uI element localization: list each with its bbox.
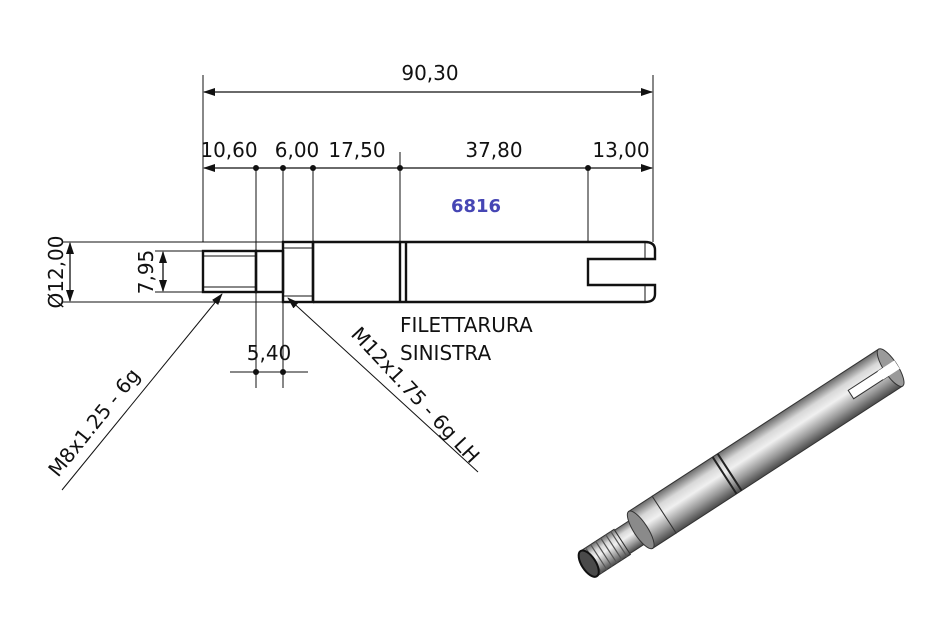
note-line-1: FILETTARURA [400,313,533,337]
diameter-dimension: Ø12,00 [44,236,283,309]
segment-label-3: 17,50 [328,138,385,162]
segment-dimensions: 10,60 6,00 17,50 37,80 13,00 [200,138,653,372]
segment-label-2: 6,00 [275,138,320,162]
overall-length-dimension: 90,30 [202,61,654,242]
segment-label-4: 37,80 [465,138,522,162]
part-number: 6816 [451,196,501,217]
shaft-3d-render [577,348,905,578]
overall-length-label: 90,30 [401,61,458,85]
shaft-side-view [201,240,657,304]
note-line-2: SINISTRA [400,341,491,365]
thread-diameter-label: 7,95 [134,250,158,295]
segment-label-1: 10,60 [200,138,257,162]
neck-length-label: 5,40 [247,341,292,365]
left-thread-callout: M8x1.25 - 6g [43,293,223,491]
thread-diameter-dimension: 7,95 [134,250,203,295]
segment-label-5: 13,00 [592,138,649,162]
diameter-label: Ø12,00 [44,236,68,309]
neck-length-dimension: 5,40 [230,341,308,388]
left-thread-label: M8x1.25 - 6g [43,364,145,481]
